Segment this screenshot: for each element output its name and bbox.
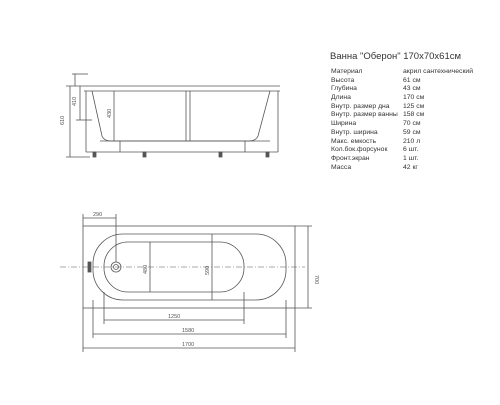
spec-value: 43 см xyxy=(403,85,421,93)
label-total-length: 1700 xyxy=(182,342,194,348)
spec-row: Макс. емкость 210 л xyxy=(331,138,465,147)
spec-table: Материал акрил сантехнический Высота 61 … xyxy=(331,68,474,173)
spec-label: Высота xyxy=(331,76,355,84)
spec-row: Глубина 43 см xyxy=(331,85,465,94)
label-inner-width: 590 xyxy=(205,266,211,275)
label-bottom-length: 1250 xyxy=(168,314,180,320)
spec-label: Внутр. размер ванны xyxy=(331,111,398,119)
spec-row: Масса 42 кг xyxy=(331,164,465,173)
spec-label: Масса xyxy=(331,163,352,171)
foot xyxy=(142,151,147,158)
side-view-labels: 610 410 430 xyxy=(60,97,113,125)
tub-body-outline xyxy=(91,90,271,142)
label-bottom-width: 480 xyxy=(143,265,149,274)
spec-row: Ширина 70 см xyxy=(331,120,465,129)
spec-value: 61 см xyxy=(403,76,421,84)
spec-row: Внутр. размер дна 125 см xyxy=(331,103,465,112)
spec-value: акрил сантехнический xyxy=(403,68,474,75)
label-offset: 290 xyxy=(93,212,102,218)
spec-row: Фронт.экран 1 шт. xyxy=(331,155,465,164)
foot xyxy=(218,151,223,158)
spec-value: 6 шт. xyxy=(403,146,419,154)
spec-row: Кол.бок.форсунок 6 шт. xyxy=(331,146,465,155)
spec-label: Материал xyxy=(331,68,363,75)
foot xyxy=(265,151,270,158)
spec-value: 158 см xyxy=(403,111,425,119)
spec-label: Фронт.экран xyxy=(331,154,370,162)
label-width: 700 xyxy=(313,275,319,284)
spec-value: 70 см xyxy=(403,120,421,128)
spec-row: Материал акрил сантехнический xyxy=(331,68,474,77)
spec-value: 42 кг xyxy=(403,163,418,171)
label-upper-height: 410 xyxy=(72,97,78,106)
label-depth: 430 xyxy=(107,109,113,118)
product-title: Ванна "Оберон" 170х70х61см xyxy=(330,51,462,62)
foot xyxy=(92,151,97,158)
spec-value: 1 шт. xyxy=(403,154,419,162)
spec-value: 59 см xyxy=(403,128,421,136)
spec-label: Глубина xyxy=(331,85,357,93)
label-inner-length: 1580 xyxy=(182,328,194,334)
spec-value: 170 см xyxy=(403,94,425,102)
spec-label: Кол.бок.форсунок xyxy=(331,146,388,154)
top-view xyxy=(60,214,312,352)
spec-label: Внутр. ширина xyxy=(331,128,378,136)
spec-row: Внутр. ширина 59 см xyxy=(331,129,465,138)
spec-label: Внутр. размер дна xyxy=(331,102,390,110)
spec-label: Макс. емкость xyxy=(331,137,377,145)
spec-row: Длина 170 см xyxy=(331,94,465,103)
spec-value: 210 л xyxy=(403,137,421,145)
spec-row: Внутр. размер ванны 158 см xyxy=(331,111,465,120)
label-total-height: 610 xyxy=(60,116,66,125)
top-view-labels: 290 1250 1580 1700 700 590 480 xyxy=(93,212,319,348)
side-view xyxy=(66,73,280,158)
spec-label: Ширина xyxy=(331,120,357,128)
spec-row: Высота 61 см xyxy=(331,77,465,86)
spec-value: 125 см xyxy=(403,102,425,110)
spec-label: Длина xyxy=(331,94,351,102)
